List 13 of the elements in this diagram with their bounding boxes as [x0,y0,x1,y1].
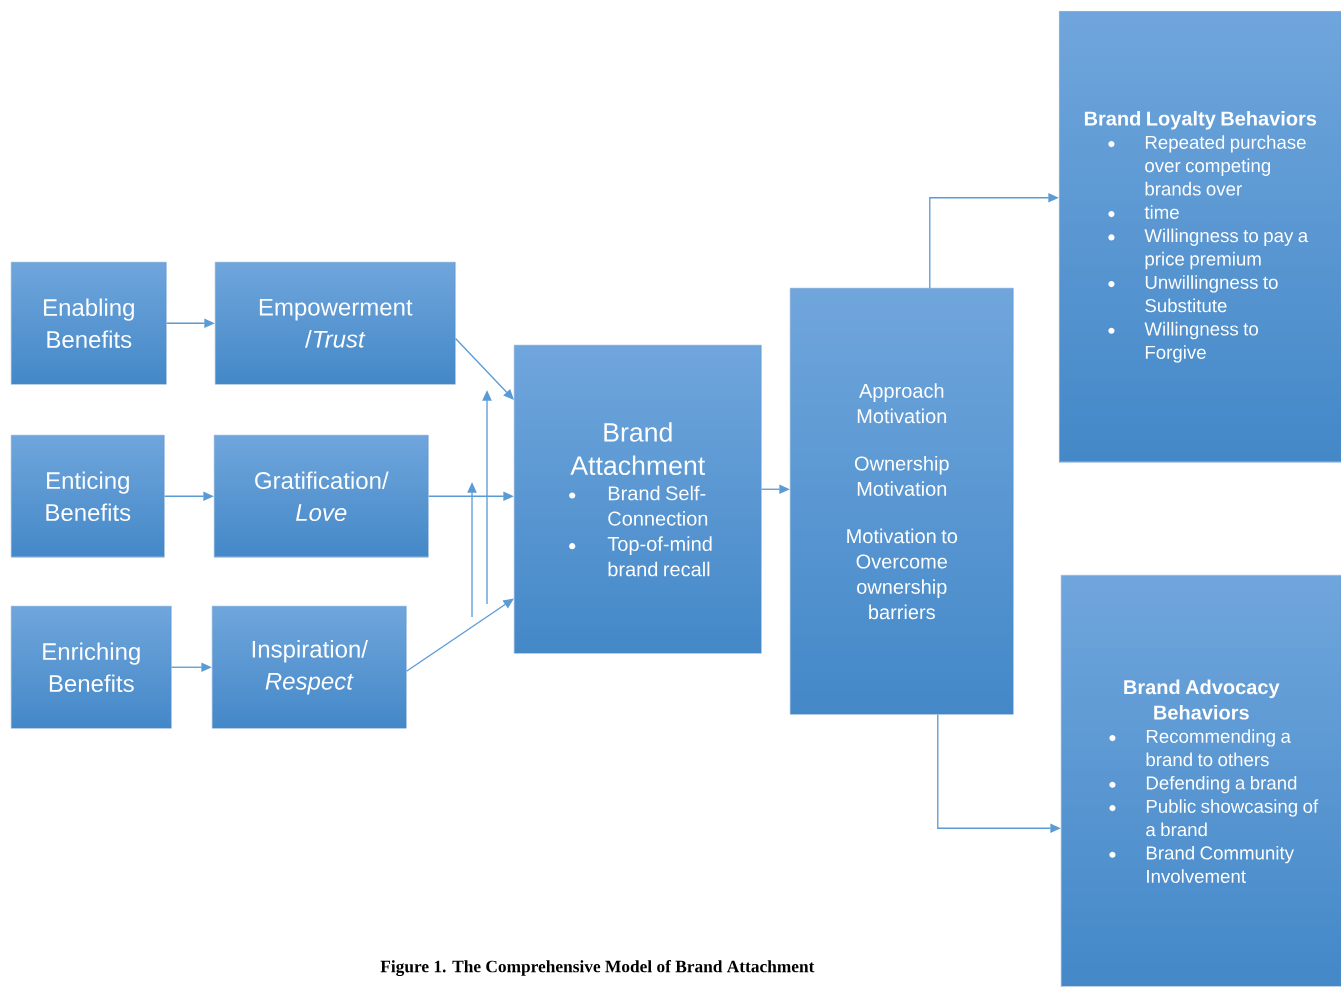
process-box: Enticing Benefits [11,435,165,558]
process-box: Empowerment /Trust [215,262,456,385]
process-box: Brand Loyalty Behaviors Repeated purchase over competing brands over time Willingness to pay a price premium Unwillingness to Substitute Willingness to Forgive [1059,11,1341,463]
process-box: Inspiration/ Respect [212,606,407,729]
process-box: Gratification/ Love [214,435,429,558]
caption: Figure 1. The Comprehensive Model of Brand Attachment [380,959,815,976]
process-box: Enabling Benefits [11,262,167,385]
arrow [454,337,514,400]
process-box: Enriching Benefits [11,606,172,729]
process-box: Brand Attachment Brand Self-Connection Top-of-mind brand recall [514,345,762,654]
arrow [405,598,514,672]
process-box: Brand Advocacy Behaviors Recommending a brand to others Defending a brand Public showcasing of a brand Brand Community Involvement [1061,575,1341,987]
process-box: Approach Motivation Ownership Motivation Motivation to Overcome ownership barriers [790,288,1014,715]
